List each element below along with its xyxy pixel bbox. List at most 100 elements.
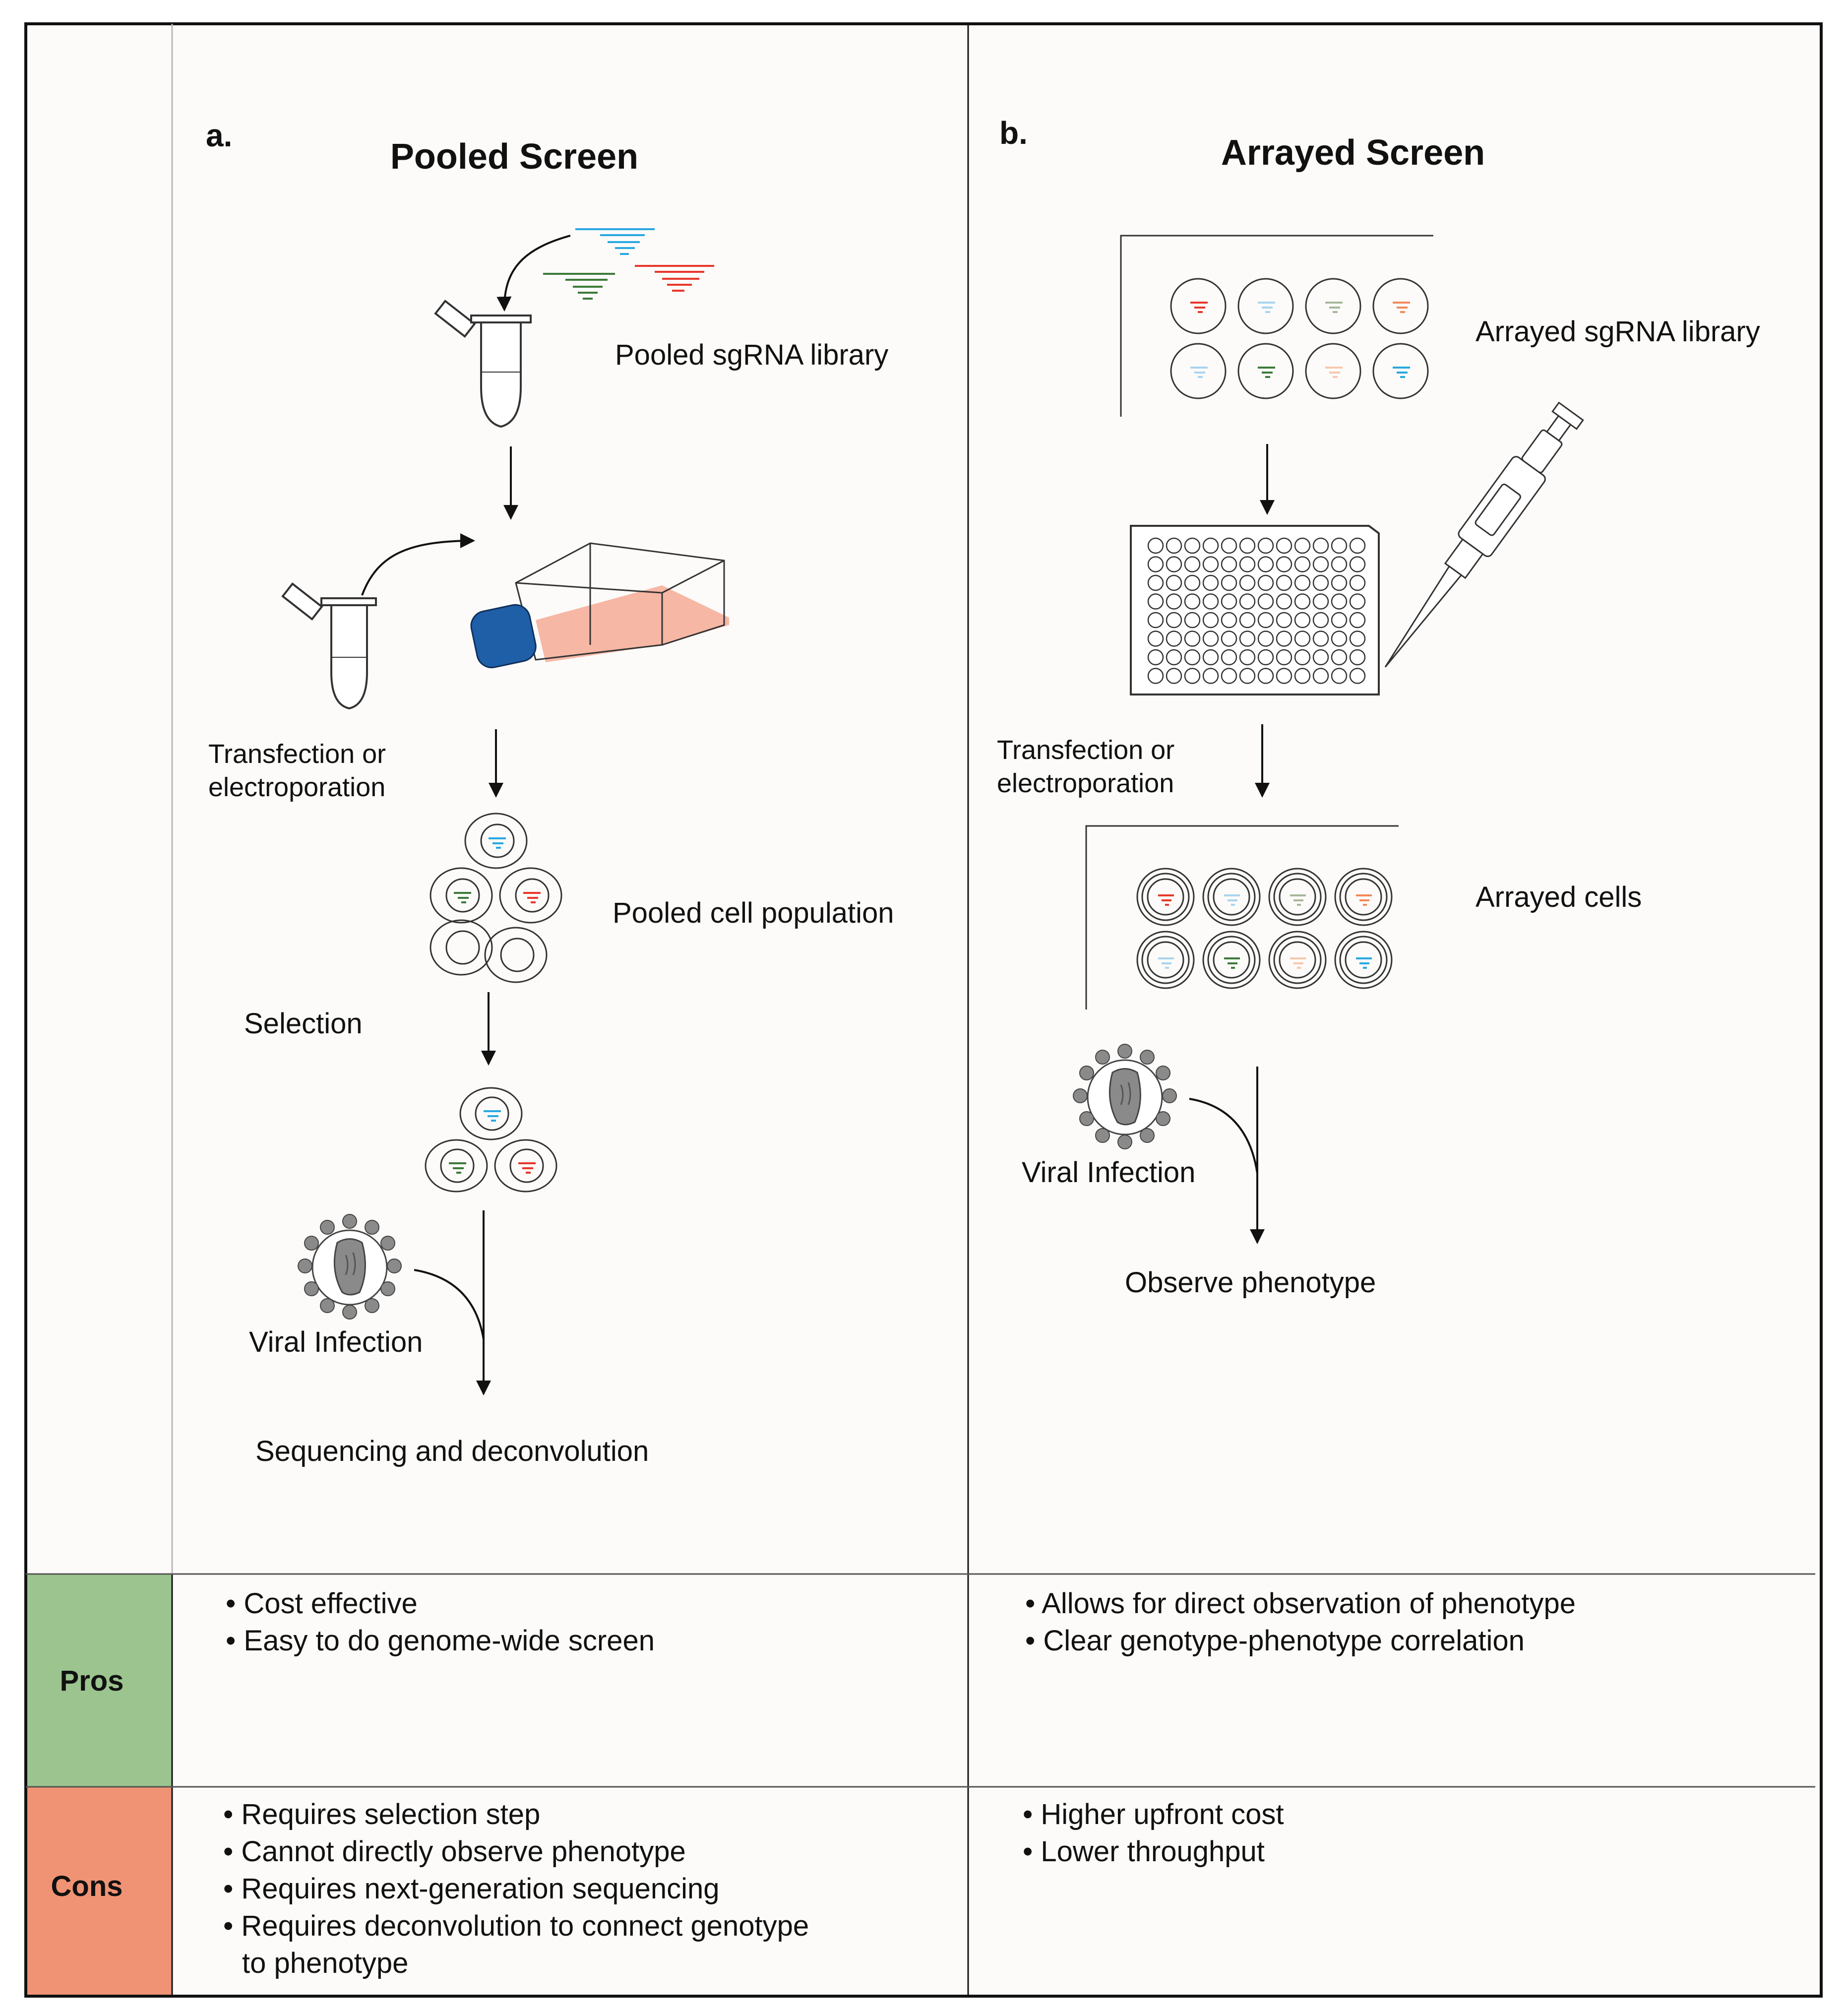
plate-well	[1257, 649, 1274, 666]
plate-well	[1312, 630, 1329, 647]
ninety-six-well-plate-wells	[1147, 537, 1366, 684]
plate-well	[1239, 668, 1256, 684]
plate-well	[1166, 630, 1182, 647]
plate-well	[1276, 593, 1292, 610]
plate-well	[1166, 649, 1182, 666]
plate-well	[1257, 593, 1274, 610]
arrayed-transfection-label-2: electroporation	[997, 768, 1174, 798]
pooled-library-tube-icon	[434, 299, 532, 428]
sgrna-green	[543, 273, 615, 300]
plate-well	[1312, 649, 1329, 666]
plate-well	[1239, 556, 1256, 572]
arrayed-cells-wells	[1136, 868, 1393, 989]
pros-pooled-item: • Easy to do genome-wide screen	[226, 1625, 655, 1657]
plate-well	[1294, 630, 1311, 647]
plate-well	[1312, 612, 1329, 629]
plate-well	[1312, 556, 1329, 572]
plate-well	[1202, 537, 1219, 554]
arrayed-transfection-label-1: Transfection or	[997, 735, 1174, 765]
cons-pooled-list: • Requires selection step • Cannot direc…	[223, 1798, 809, 1979]
plate-well	[1349, 668, 1366, 684]
plate-well	[1349, 612, 1366, 629]
plate-well	[1147, 649, 1164, 666]
plate-well	[1294, 593, 1311, 610]
plate-well	[1147, 574, 1164, 591]
cons-arrayed-item: • Lower throughput	[1023, 1835, 1265, 1868]
plate-well	[1312, 668, 1329, 684]
arrayed-library-label: Arrayed sgRNA library	[1476, 315, 1760, 348]
selected-cell-sgrnas	[449, 1110, 536, 1174]
pipette-icon[interactable]	[1369, 400, 1587, 679]
transfection-tube-icon	[281, 582, 377, 710]
plate-well	[1349, 630, 1366, 647]
arrayed-viral-infection-label: Viral Infection	[1022, 1156, 1195, 1189]
plate-well	[1166, 593, 1182, 610]
plate-well	[1312, 537, 1329, 554]
pooled-transfection-label-1: Transfection or	[208, 739, 386, 769]
plate-well	[1331, 593, 1348, 610]
arrayed-library-plate-edge	[1120, 235, 1433, 417]
pros-arrayed-item: • Clear genotype-phenotype correlation	[1025, 1625, 1525, 1657]
plate-well	[1294, 537, 1311, 554]
plate-well	[1239, 649, 1256, 666]
plate-well	[1239, 537, 1256, 554]
plate-well	[1184, 537, 1201, 554]
arrayed-cells-label: Arrayed cells	[1476, 881, 1642, 913]
cons-label-cell	[26, 1787, 172, 1996]
plate-well	[1166, 612, 1182, 629]
plate-well	[1257, 574, 1274, 591]
plate-well	[1331, 649, 1348, 666]
library-to-tube-arrow	[496, 235, 571, 312]
observe-phenotype-label: Observe phenotype	[1125, 1266, 1376, 1299]
plate-well	[1294, 574, 1311, 591]
plate-well	[1257, 612, 1274, 629]
plate-well	[1294, 649, 1311, 666]
plate-well	[1276, 556, 1292, 572]
plate-well	[1166, 556, 1182, 572]
plate-well	[1221, 649, 1237, 666]
plate-well	[1257, 668, 1274, 684]
plate-well	[1257, 537, 1274, 554]
outer-border	[24, 22, 1823, 1998]
plate-well	[1239, 630, 1256, 647]
plate-well	[1331, 574, 1348, 591]
pooled-transfection-label-2: electroporation	[208, 772, 385, 802]
panel-a-title: Pooled Screen	[390, 137, 638, 177]
plate-well	[1166, 537, 1182, 554]
panel-b-letter: b.	[999, 115, 1028, 151]
plate-well	[1276, 537, 1292, 554]
pooled-viral-infection-label: Viral Infection	[249, 1326, 423, 1358]
plate-well	[1147, 668, 1164, 684]
arrayed-cells-sgrnas	[1158, 894, 1372, 969]
selection-label: Selection	[244, 1008, 363, 1040]
plate-well	[1276, 612, 1292, 629]
sgrna-blue	[575, 228, 655, 255]
plate-well	[1221, 593, 1237, 610]
plate-well	[1147, 630, 1164, 647]
plate-well	[1294, 668, 1311, 684]
plate-well	[1202, 649, 1219, 666]
virus-icon-pooled	[298, 1214, 402, 1320]
plate-well	[1239, 593, 1256, 610]
plate-well	[1331, 612, 1348, 629]
cons-pooled-item: • Requires deconvolution to connect geno…	[223, 1910, 809, 1942]
pros-label: Pros	[60, 1665, 124, 1697]
virus-merge-curve-arrayed	[1189, 1098, 1258, 1174]
plate-well	[1239, 612, 1256, 629]
plate-well	[1294, 612, 1311, 629]
plate-well	[1331, 668, 1348, 684]
cell-culture-flask-icon	[470, 542, 729, 669]
plate-well	[1202, 630, 1219, 647]
selected-cells-icon	[425, 1087, 557, 1193]
sgrna-red	[635, 265, 714, 292]
plate-well	[1349, 537, 1366, 554]
plate-well	[1202, 668, 1219, 684]
plate-well	[1294, 556, 1311, 572]
plate-well	[1349, 649, 1366, 666]
plate-well	[1184, 556, 1201, 572]
plate-well	[1257, 556, 1274, 572]
plate-well	[1312, 593, 1329, 610]
plate-well	[1166, 668, 1182, 684]
arrayed-cells-plate-edge	[1085, 825, 1399, 1009]
plate-well	[1257, 630, 1274, 647]
